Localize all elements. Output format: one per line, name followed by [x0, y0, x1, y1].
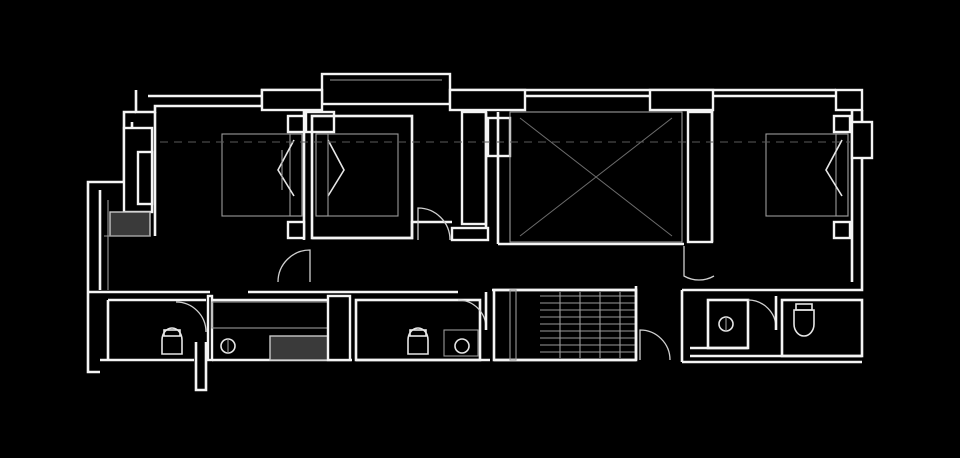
door-bedroom-left	[277, 249, 311, 283]
bathroom-left-vanity	[211, 294, 352, 362]
bedroom-left	[153, 110, 336, 240]
bathroom-left	[106, 294, 214, 392]
staircase	[492, 286, 671, 362]
door-bedroom-right	[683, 246, 715, 281]
bed-right	[765, 133, 849, 217]
bed-left	[221, 133, 303, 217]
bedroom-right	[710, 110, 874, 242]
left-closet	[104, 126, 154, 290]
bed-center	[315, 133, 399, 217]
door-bedroom-center	[417, 207, 451, 241]
corridor	[277, 246, 715, 283]
void-stairwell	[486, 110, 714, 246]
outer-walls	[86, 72, 864, 374]
bathroom-right	[680, 290, 864, 362]
bathroom-center	[354, 292, 488, 362]
bedroom-center	[310, 110, 490, 242]
